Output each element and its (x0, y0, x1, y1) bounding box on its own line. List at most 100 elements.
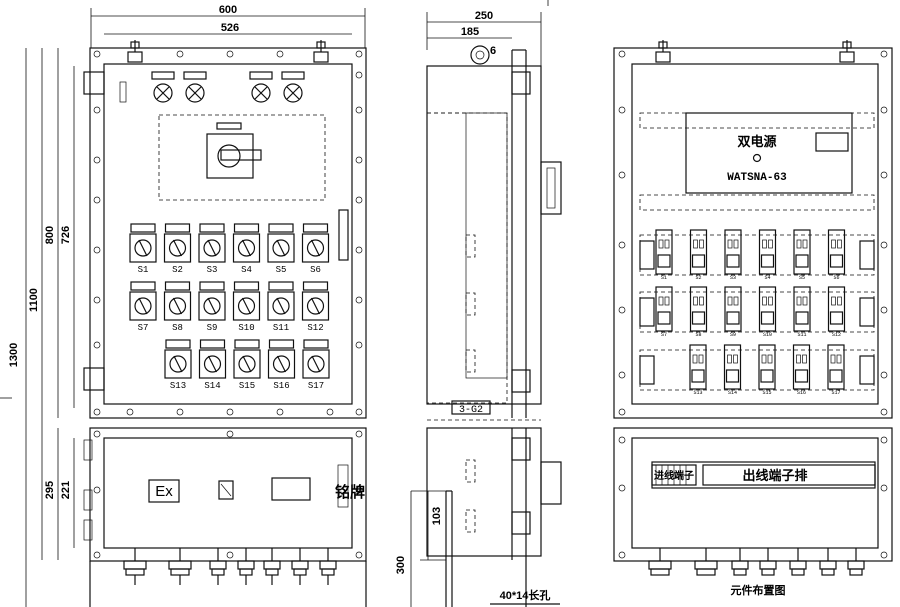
breaker-label: S13 (693, 390, 702, 396)
switch-label: S2 (172, 265, 183, 275)
breaker: S15 (758, 344, 776, 396)
breaker-label: S1 (661, 275, 667, 281)
switch-label: S11 (273, 323, 289, 333)
breaker-label: S9 (730, 332, 736, 338)
marker-6: 6 (490, 45, 496, 57)
side-view: 250 185 6 3-G2 (395, 10, 562, 607)
rotary-switch: S9 (198, 281, 226, 333)
lifting-eye-side (470, 45, 490, 65)
rotary-switch: S17 (302, 339, 330, 391)
breaker-label: S4 (764, 275, 770, 281)
switch-label: S4 (241, 265, 252, 275)
breaker: S1 (655, 229, 673, 281)
cable-gland (694, 548, 718, 576)
cable-gland (237, 548, 255, 585)
indicator-lamps (151, 71, 305, 103)
breaker: S6 (827, 229, 846, 281)
dim-800: 800 (44, 226, 56, 244)
dim-1300: 1300 (8, 343, 20, 367)
breaker: S7 (655, 286, 673, 338)
rotary-switch: S16 (267, 339, 296, 391)
breaker: S16 (792, 344, 811, 396)
dim-185: 185 (461, 26, 479, 38)
breaker-label: S8 (695, 332, 701, 338)
dim-250: 250 (475, 10, 493, 22)
rotary-switch: S4 (232, 223, 261, 275)
breaker-label: S10 (763, 332, 772, 338)
breaker: S9 (724, 286, 742, 338)
layout-caption: 元件布置图 (731, 583, 786, 597)
rotary-switch: S10 (232, 281, 261, 333)
switch-label: S5 (276, 265, 287, 275)
breaker-label: S11 (797, 332, 806, 338)
breaker-label: S5 (799, 275, 805, 281)
breaker-label: S2 (695, 275, 701, 281)
cable-gland (648, 548, 672, 576)
cable-gland (319, 548, 337, 585)
cable-gland (123, 548, 147, 585)
breaker-label: S16 (797, 390, 806, 396)
cable-gland (263, 548, 281, 585)
rotary-switch: S6 (301, 223, 330, 275)
breaker: S2 (689, 229, 708, 281)
dim-526: 526 (221, 22, 239, 34)
cable-gland (291, 548, 309, 585)
cable-gland (789, 548, 807, 576)
breaker: S4 (758, 229, 777, 281)
cable-gland (819, 548, 837, 576)
side-tag: 3-G2 (459, 405, 483, 416)
dual-power-switch (685, 112, 853, 194)
breaker-label: S6 (833, 275, 839, 281)
switch-label: S14 (204, 381, 220, 391)
slot-note: 40*14长孔 (500, 588, 551, 602)
rotary-switch: S8 (163, 281, 192, 333)
cable-gland (847, 548, 865, 576)
switch-label: S13 (170, 381, 186, 391)
rotary-switch: S5 (267, 223, 295, 275)
breaker: S17 (827, 344, 845, 396)
dim-300: 300 (395, 556, 407, 574)
switch-label: S15 (239, 381, 255, 391)
front-view: 600 526 1300 1100 800 726 295 221 (8, 4, 367, 607)
breaker-label: S12 (832, 332, 841, 338)
main-switch-panel (158, 114, 326, 201)
rotary-switch: S7 (129, 281, 157, 333)
breaker-label: S7 (661, 332, 667, 338)
breaker: S11 (793, 286, 811, 338)
rotary-switch: S15 (233, 339, 261, 391)
dim-221: 221 (60, 481, 72, 499)
cable-gland (759, 548, 777, 576)
rotary-switch: S2 (163, 223, 192, 275)
rotary-switch: S14 (198, 339, 227, 391)
dual-power-model: WATSNA-63 (727, 172, 787, 184)
switch-label: S1 (138, 265, 149, 275)
switch-label: S3 (207, 265, 218, 275)
switch-row-1: S1 S2 S3 S4 S5 S6 (129, 223, 330, 275)
switch-label: S12 (307, 323, 323, 333)
ex-mark-icon (218, 480, 234, 500)
terminal-in-label: 进线端子 (654, 469, 694, 482)
cable-gland (731, 548, 749, 576)
breaker: S8 (689, 286, 708, 338)
breaker-label: S14 (728, 390, 737, 396)
rotary-switch: S3 (198, 223, 226, 275)
switch-label: S9 (207, 323, 218, 333)
dim-295: 295 (44, 481, 56, 499)
switch-label: S16 (273, 381, 289, 391)
dim-1100: 1100 (28, 288, 40, 312)
switch-label: S6 (310, 265, 321, 275)
ex-label: Ex (155, 483, 173, 500)
switch-label: S8 (172, 323, 183, 333)
main-switch (206, 122, 262, 179)
breaker: S5 (793, 229, 811, 281)
switch-label: S7 (138, 323, 149, 333)
cable-gland (168, 548, 192, 585)
rotary-switch: S1 (129, 223, 157, 275)
cable-gland (209, 548, 227, 585)
rotary-switch: S11 (267, 281, 295, 333)
switch-label: S10 (238, 323, 254, 333)
breaker: S12 (827, 286, 846, 338)
breaker-label: S3 (730, 275, 736, 281)
